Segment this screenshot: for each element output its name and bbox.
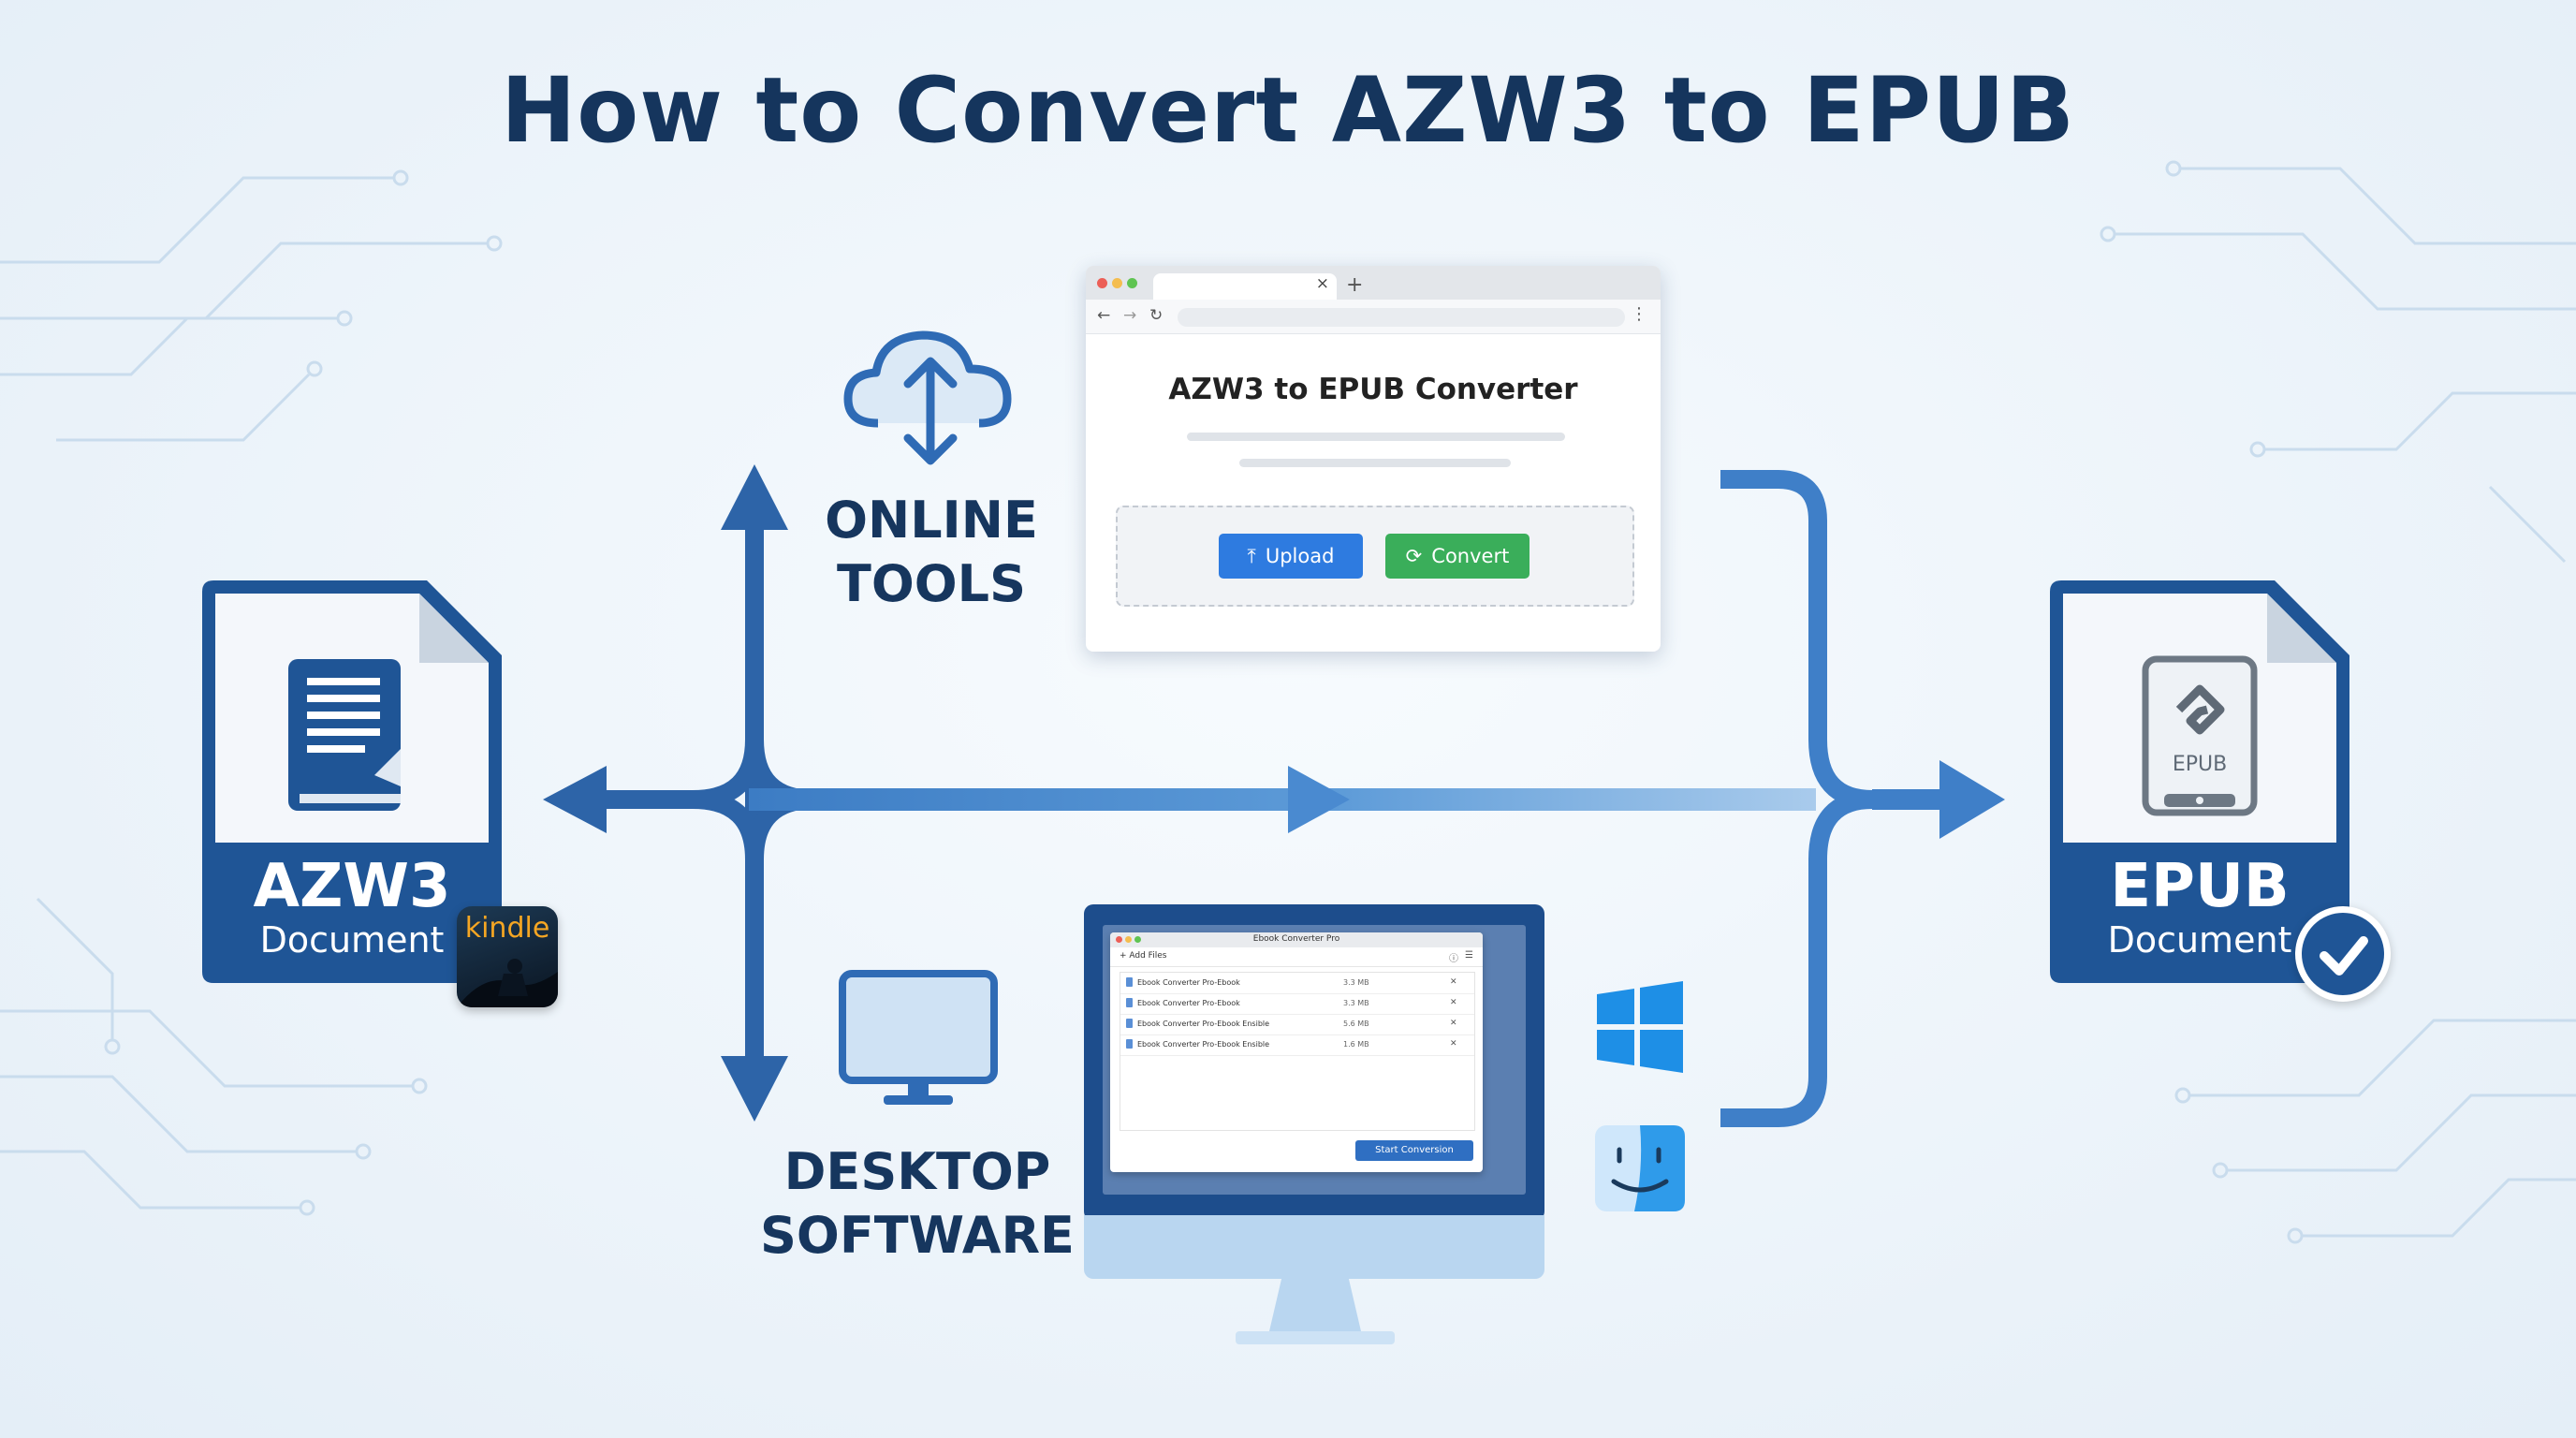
page-title: How to Convert AZW3 to EPUB bbox=[500, 58, 2076, 163]
desktop-software-line2: SOFTWARE bbox=[760, 1206, 1075, 1265]
online-tools-label: ONLINE TOOLS bbox=[805, 489, 1058, 616]
upload-button-label: Upload bbox=[1265, 545, 1335, 567]
down-arrowhead bbox=[721, 1056, 788, 1122]
file-name: Ebook Converter Pro-Ebook Ensible bbox=[1137, 1040, 1270, 1049]
desktop-software-label: DESKTOP SOFTWARE bbox=[758, 1140, 1076, 1268]
left-arrowhead bbox=[543, 766, 607, 833]
monitor-stand bbox=[1236, 1275, 1395, 1344]
file-size: 3.3 MB bbox=[1343, 978, 1369, 987]
converter-heading: AZW3 to EPUB Converter bbox=[1168, 373, 1578, 406]
kindle-reader-icon bbox=[457, 959, 558, 1007]
placeholder-line bbox=[1187, 433, 1565, 441]
azw3-document-card: AZW3 Document bbox=[202, 580, 502, 983]
monitor-chin bbox=[1084, 1215, 1544, 1279]
book-icon bbox=[288, 659, 401, 811]
kindle-badge-text: kindle bbox=[464, 912, 550, 945]
app-title-bar: Ebook Converter Pro bbox=[1110, 932, 1483, 947]
remove-file-icon[interactable]: ✕ bbox=[1450, 998, 1457, 1007]
desktop-monitor: Ebook Converter Pro + Add Files ⓘ ☰ Eboo… bbox=[1084, 904, 1544, 1221]
browser-tab[interactable]: × bbox=[1153, 273, 1337, 300]
cloud-transfer-icon bbox=[843, 330, 1012, 465]
azw3-subtitle: Document bbox=[259, 919, 445, 961]
close-dot[interactable] bbox=[1097, 278, 1107, 288]
add-files-button[interactable]: + Add Files bbox=[1120, 951, 1167, 961]
new-tab-icon[interactable]: + bbox=[1346, 273, 1364, 297]
success-check-badge bbox=[2295, 906, 2391, 1002]
list-menu-icon[interactable]: ☰ bbox=[1465, 950, 1473, 961]
epub-icon-text: EPUB bbox=[2172, 753, 2228, 776]
file-size: 3.3 MB bbox=[1343, 999, 1369, 1007]
monitor-screen: Ebook Converter Pro + Add Files ⓘ ☰ Eboo… bbox=[1103, 925, 1526, 1195]
epub-device-icon bbox=[2142, 655, 2258, 816]
convert-button-label: Convert bbox=[1431, 545, 1510, 567]
browser-toolbar: ← → ↻ ⋮ bbox=[1086, 300, 1661, 334]
online-tools-line1: ONLINE bbox=[825, 491, 1038, 550]
file-size: 5.6 MB bbox=[1343, 1020, 1369, 1028]
branch-junction-curves bbox=[692, 739, 815, 860]
epub-subtitle: Document bbox=[2107, 919, 2292, 961]
back-icon[interactable]: ← bbox=[1097, 306, 1111, 325]
address-bar[interactable] bbox=[1178, 308, 1625, 327]
file-icon bbox=[1126, 998, 1133, 1007]
app-close-dot[interactable] bbox=[1116, 936, 1122, 943]
app-minimize-dot[interactable] bbox=[1125, 936, 1132, 943]
online-tools-line2: TOOLS bbox=[837, 554, 1026, 613]
epub-document-card: EPUB EPUB Document bbox=[2050, 580, 2349, 983]
file-icon bbox=[1126, 1019, 1133, 1028]
file-name: Ebook Converter Pro-Ebook bbox=[1137, 999, 1240, 1007]
remove-file-icon[interactable]: ✕ bbox=[1450, 1039, 1457, 1049]
monitor-icon bbox=[839, 970, 998, 1105]
file-name: Ebook Converter Pro-Ebook Ensible bbox=[1137, 1020, 1270, 1028]
upload-button[interactable]: ⤒ Upload bbox=[1219, 534, 1363, 579]
reload-icon[interactable]: ↻ bbox=[1149, 306, 1164, 325]
browser-tab-bar: × + bbox=[1086, 266, 1661, 300]
tab-close-icon[interactable]: × bbox=[1315, 274, 1329, 293]
up-arrowhead bbox=[721, 464, 788, 530]
convert-button[interactable]: ⟳ Convert bbox=[1385, 534, 1530, 579]
file-icon bbox=[1126, 1039, 1133, 1049]
placeholder-line bbox=[1239, 459, 1511, 467]
info-icon[interactable]: ⓘ bbox=[1449, 954, 1458, 964]
file-row[interactable]: Ebook Converter Pro-Ebook Ensible 5.6 MB… bbox=[1120, 1014, 1474, 1035]
remove-file-icon[interactable]: ✕ bbox=[1450, 977, 1457, 987]
right-arrowhead bbox=[1939, 760, 2005, 839]
converter-browser-window: × + ← → ↻ ⋮ AZW3 to EPUB Converter ⤒ Upl… bbox=[1086, 266, 1661, 652]
file-row[interactable]: Ebook Converter Pro-Ebook 3.3 MB ✕ bbox=[1120, 993, 1474, 1015]
file-row[interactable]: Ebook Converter Pro-Ebook Ensible 1.6 MB… bbox=[1120, 1034, 1474, 1056]
file-drop-zone[interactable]: ⤒ Upload ⟳ Convert bbox=[1116, 506, 1634, 607]
convert-icon: ⟳ bbox=[1405, 545, 1423, 567]
file-size: 1.6 MB bbox=[1343, 1040, 1369, 1049]
checkmark-icon bbox=[2320, 936, 2368, 976]
app-toolbar: + Add Files ⓘ ☰ bbox=[1110, 947, 1483, 967]
right-bracket bbox=[1720, 470, 1873, 1127]
azw3-type-label: AZW3 bbox=[253, 852, 451, 921]
horizontal-arrow-line bbox=[749, 788, 1816, 811]
desktop-software-line1: DESKTOP bbox=[783, 1142, 1051, 1201]
browser-menu-icon[interactable]: ⋮ bbox=[1631, 304, 1647, 324]
upload-icon: ⤒ bbox=[1247, 544, 1256, 567]
windows-logo-icon bbox=[1597, 981, 1683, 1073]
remove-file-icon[interactable]: ✕ bbox=[1450, 1019, 1457, 1028]
file-name: Ebook Converter Pro-Ebook bbox=[1137, 978, 1240, 987]
app-maximize-dot[interactable] bbox=[1134, 936, 1141, 943]
app-window-title: Ebook Converter Pro bbox=[1252, 934, 1340, 944]
kindle-badge: kindle bbox=[457, 906, 558, 1007]
file-list: Ebook Converter Pro-Ebook 3.3 MB ✕ Ebook… bbox=[1120, 972, 1475, 1131]
file-row[interactable]: Ebook Converter Pro-Ebook 3.3 MB ✕ bbox=[1120, 973, 1474, 994]
minimize-dot[interactable] bbox=[1112, 278, 1122, 288]
file-icon bbox=[1126, 977, 1133, 987]
maximize-dot[interactable] bbox=[1127, 278, 1137, 288]
forward-icon[interactable]: → bbox=[1123, 306, 1137, 325]
epub-type-label: EPUB bbox=[2110, 852, 2290, 921]
middle-arrowhead bbox=[1288, 766, 1350, 833]
start-conversion-button[interactable]: Start Conversion bbox=[1355, 1140, 1473, 1161]
converter-app-window: Ebook Converter Pro + Add Files ⓘ ☰ Eboo… bbox=[1110, 932, 1483, 1172]
finder-logo-icon bbox=[1595, 1125, 1685, 1211]
